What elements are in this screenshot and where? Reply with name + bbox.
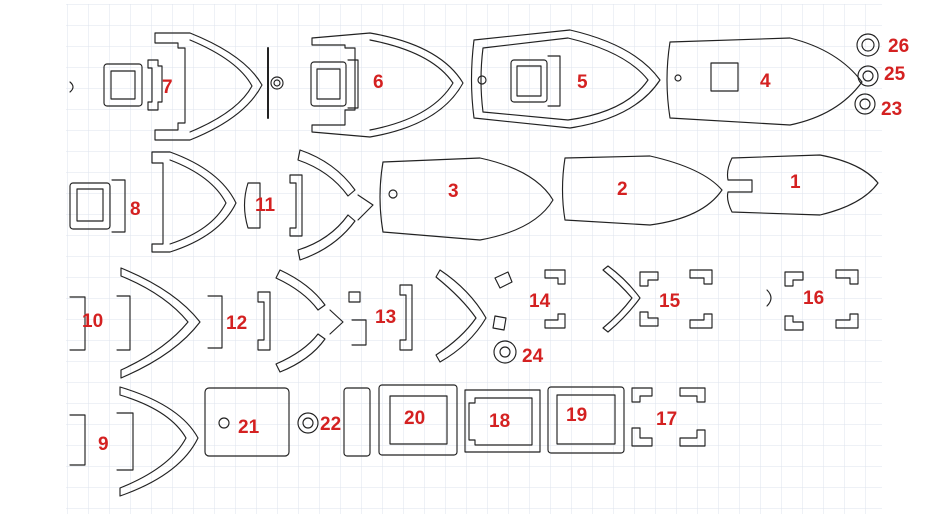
part-10-shape	[69, 267, 201, 379]
washer-23	[854, 93, 876, 115]
part-label-16: 16	[803, 288, 825, 309]
part-15-shape	[602, 265, 713, 333]
part-11-shape	[243, 149, 374, 261]
part-label-18: 18	[489, 411, 511, 432]
part-label-14: 14	[529, 291, 551, 312]
part-13-shape	[348, 269, 487, 363]
part-label-2: 2	[617, 179, 628, 200]
part-19-shape	[547, 386, 625, 454]
part-label-10: 10	[82, 311, 104, 332]
part-2-shape	[561, 155, 723, 226]
part-14-shape	[492, 269, 566, 331]
part-label-25: 25	[884, 64, 906, 85]
part-label-1: 1	[790, 172, 801, 193]
part-12-shape	[207, 269, 344, 373]
part-label-3: 3	[448, 181, 459, 202]
part-1-shape	[726, 154, 879, 216]
part-label-7: 7	[162, 77, 173, 98]
mast-ring-outer	[270, 76, 284, 90]
grid-background	[66, 4, 882, 514]
part-label-19: 19	[566, 405, 588, 426]
part-label-23: 23	[881, 99, 903, 120]
part-label-11: 11	[255, 195, 276, 216]
part-17-shape	[631, 387, 706, 447]
washer-26	[856, 33, 880, 57]
mast-ring-inner	[273, 79, 281, 87]
part-label-22: 22	[320, 414, 342, 435]
washer-22	[297, 412, 319, 434]
washer-25	[857, 65, 879, 87]
part-16-shape	[766, 269, 859, 331]
part-label-9: 9	[98, 434, 109, 455]
part-6-shape	[310, 32, 464, 138]
part-4-shape	[666, 37, 863, 126]
part-label-17: 17	[656, 409, 678, 430]
part-label-20: 20	[404, 408, 426, 429]
part-7-shape	[103, 32, 263, 141]
part-8-shape	[69, 151, 237, 253]
part-label-4: 4	[760, 71, 771, 92]
left-panel	[0, 0, 66, 516]
washer-24	[493, 340, 517, 364]
part-label-12: 12	[226, 313, 248, 334]
part-strip	[343, 387, 371, 457]
part-label-24: 24	[522, 346, 544, 367]
part-label-21: 21	[238, 417, 260, 438]
part-label-6: 6	[373, 72, 384, 93]
part-3-shape	[379, 157, 554, 241]
part-label-5: 5	[577, 72, 588, 93]
part-18-shape	[464, 389, 541, 453]
part-label-8: 8	[130, 199, 141, 220]
part-label-15: 15	[659, 291, 681, 312]
arc-fragment	[69, 81, 74, 93]
part-label-26: 26	[888, 36, 910, 57]
part-5-shape	[470, 29, 661, 129]
part-21-shape	[204, 387, 290, 457]
part-20-shape	[378, 384, 458, 456]
part-9-shape	[69, 386, 199, 497]
part-label-13: 13	[375, 307, 397, 328]
